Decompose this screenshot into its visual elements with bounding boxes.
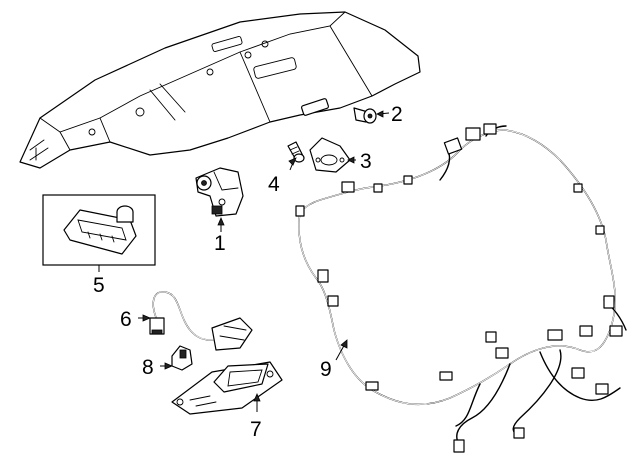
- part-7-lamp: [171, 361, 283, 415]
- part-3-striker: [309, 137, 356, 173]
- part-2-bolt: [353, 107, 390, 124]
- callout-3: 3: [360, 150, 372, 173]
- callout-5: 5: [93, 274, 105, 297]
- part-1-latch: [195, 167, 244, 232]
- callout-6: 6: [120, 308, 132, 331]
- liftgate-panel: [19, 11, 421, 169]
- part-4-pin: [287, 141, 305, 171]
- part-9-harness: [295, 123, 627, 453]
- callout-9: 9: [320, 358, 332, 381]
- callout-7: 7: [250, 418, 262, 441]
- part-8-clip: [160, 345, 193, 371]
- callout-1: 1: [214, 232, 226, 255]
- part-5-lamp-box: [42, 194, 156, 272]
- callout-8: 8: [142, 356, 154, 379]
- callout-4: 4: [268, 173, 280, 196]
- callout-2: 2: [391, 103, 403, 126]
- part-6-pigtail: [138, 291, 253, 351]
